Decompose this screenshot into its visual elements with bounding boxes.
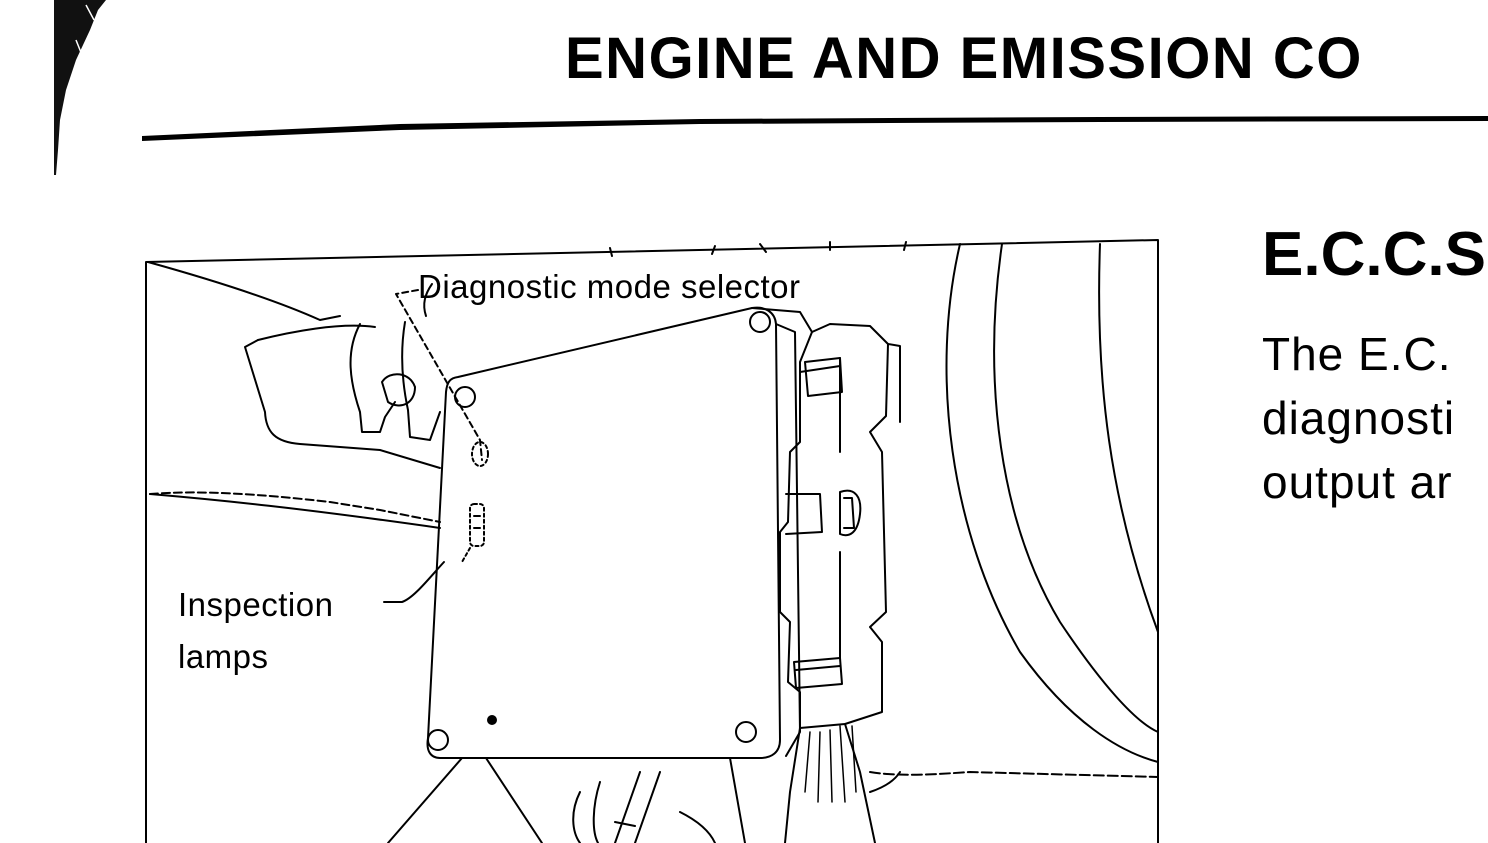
diagnostic-mode-selector-label: Diagnostic mode selector — [418, 268, 801, 305]
page-binding-edge — [54, 0, 106, 175]
inspection-lamps-label-line1: Inspection — [178, 586, 334, 623]
ecu-box-outline — [426, 306, 781, 759]
section-body-line: diagnosti — [1262, 392, 1456, 444]
section-body-line: output ar — [1262, 456, 1453, 508]
header-rule — [142, 116, 1488, 141]
inspection-lamps-label-line2: lamps — [178, 638, 269, 675]
section-body-line: The E.C. — [1262, 328, 1452, 380]
ecu-illustration — [140, 232, 1165, 843]
figure-frame — [145, 239, 1159, 843]
ecu-drawing — [145, 239, 1159, 843]
section-heading: E.C.C.S — [1262, 220, 1486, 289]
section-body: The E.C. diagnosti output ar — [1262, 322, 1488, 514]
page-header-title: ENGINE AND EMISSION CO — [565, 26, 1363, 91]
